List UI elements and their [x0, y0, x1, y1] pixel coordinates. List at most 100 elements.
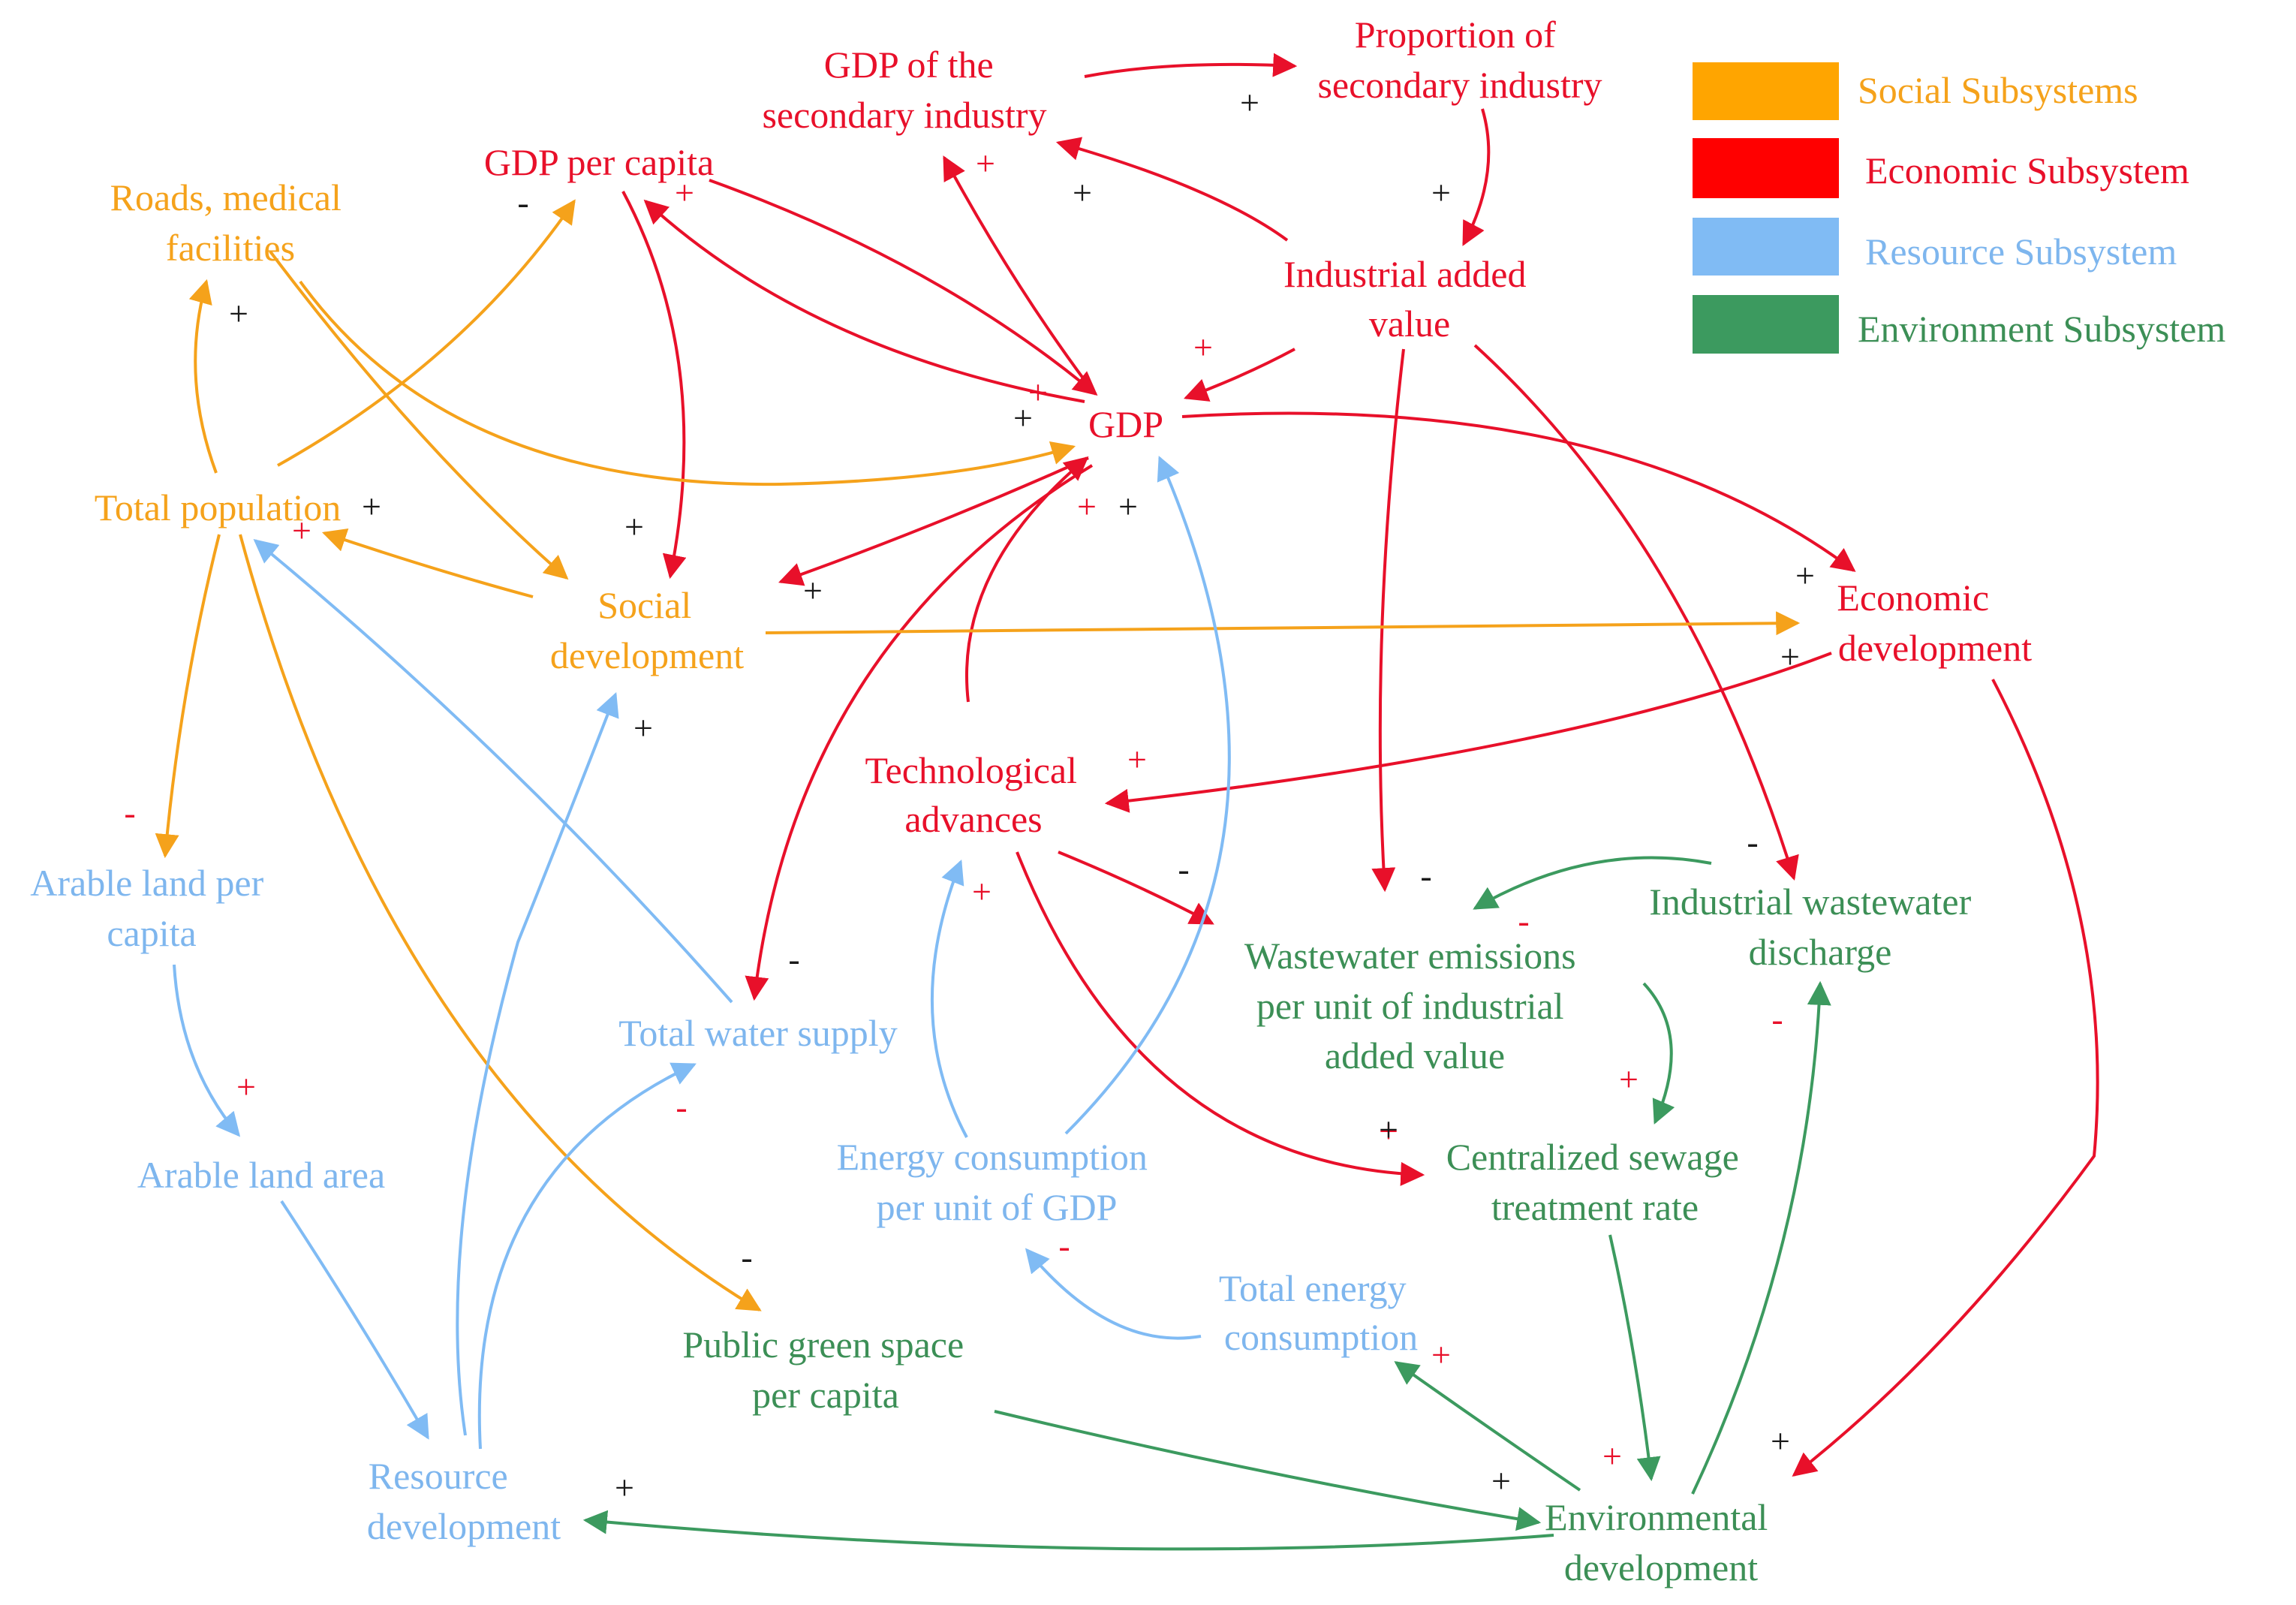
edge-roads-to-social-development — [269, 250, 569, 580]
legend-label-economic: Economic Subsystem — [1865, 149, 2189, 191]
node-line: Proportion of — [1355, 14, 1556, 56]
polarity-sign: + — [675, 173, 694, 212]
edge-industrial-added-value-to-gdp — [1184, 348, 1295, 402]
node-line: Arable land per — [30, 862, 263, 904]
legend: Social Subsystems Economic Subsystem Res… — [1693, 62, 2225, 354]
node-technological-advances: Technological advances — [865, 749, 1087, 840]
edge-technological-to-wastewater-emissions — [1058, 851, 1214, 925]
edge-gdp-secondary-to-proportion — [1084, 53, 1298, 78]
node-line: Roads, medical — [110, 176, 342, 218]
edge-proportion-to-industrial-added-value — [1462, 108, 1491, 246]
polarity-sign: + — [1431, 1335, 1451, 1374]
node-line: development — [367, 1505, 561, 1547]
node-line: secondary industry — [1317, 64, 1602, 106]
node-resource-development: Resource development — [367, 1455, 561, 1547]
polarity-sign: + — [1028, 373, 1048, 411]
edge-technological-to-gdp — [964, 456, 1089, 703]
node-line: capita — [107, 912, 196, 954]
polarity-sign: + — [1118, 487, 1138, 525]
polarity-sign: + — [1013, 399, 1033, 437]
node-line: added value — [1325, 1034, 1505, 1077]
edge-gdp-per-capita-to-social-development — [621, 191, 687, 580]
legend-label-environment: Environment Subsystem — [1858, 308, 2225, 350]
node-industrial-wastewater-discharge: Industrial wastewater discharge — [1649, 881, 1981, 973]
polarity-sign: + — [1771, 1422, 1790, 1460]
edge-wastewater-emissions-to-centralized-sewage — [1642, 982, 1675, 1125]
edge-environmental-to-resource-development — [582, 1510, 1554, 1551]
polarity-sign: - — [1178, 850, 1189, 888]
node-environmental-development: Environmental development — [1545, 1496, 1777, 1588]
polarity-sign: - — [1420, 857, 1431, 895]
edge-industrial-added-value-to-wastewater-emissions — [1371, 348, 1405, 893]
node-line: Total energy — [1219, 1267, 1407, 1309]
node-line: Centralized sewage — [1446, 1136, 1739, 1178]
legend-label-social: Social Subsystems — [1858, 69, 2138, 111]
edge-social-development-to-economic-development — [765, 611, 1801, 636]
node-public-green-space-per-capita: Public green space per capita — [682, 1323, 973, 1416]
polarity-sign: + — [1127, 740, 1147, 778]
edge-social-development-to-total-population — [321, 528, 534, 598]
node-line: development — [550, 634, 744, 676]
polarity-sign: + — [633, 709, 653, 747]
node-proportion-of-secondary-industry: Proportion of secondary industry — [1317, 14, 1602, 106]
node-social-development: Social development — [550, 584, 744, 676]
node-line: GDP of the — [824, 44, 994, 86]
edge-industrial-wastewater-to-wastewater-emissions — [1473, 856, 1712, 910]
polarity-sign: + — [1193, 328, 1213, 366]
polarity-sign: - — [788, 940, 799, 978]
polarity-sign: + — [1073, 173, 1092, 212]
node-total-population: Total population — [95, 486, 341, 528]
polarity-sign: + — [1619, 1060, 1638, 1098]
polarity-sign: - — [741, 1238, 752, 1276]
node-line: Total water supply — [618, 1012, 897, 1054]
polarity-sign: - — [1747, 823, 1758, 861]
node-line: discharge — [1749, 931, 1892, 973]
polarity-sign: + — [972, 872, 992, 911]
legend-label-resource: Resource Subsystem — [1865, 230, 2177, 273]
edge-gdp-to-social-development — [778, 456, 1089, 586]
node-line: GDP per capita — [484, 141, 714, 183]
edge-arable-land-area-to-resource-development — [280, 1200, 429, 1440]
legend-swatch-economic — [1693, 138, 1839, 198]
node-line: development — [1564, 1546, 1758, 1588]
polarity-sign: + — [1379, 1112, 1398, 1150]
polarity-sign: + — [615, 1468, 634, 1507]
node-gdp-of-secondary-industry: GDP of the secondary industry — [762, 44, 1046, 136]
edge-resource-development-to-total-water-supply — [477, 1062, 697, 1450]
legend-item-social: Social Subsystems — [1693, 62, 2138, 120]
edge-total-population-to-arable-land-per-capita — [155, 534, 221, 859]
edge-industrial-added-value-to-industrial-wastewater — [1473, 344, 1799, 881]
polarity-sign: + — [292, 511, 311, 550]
node-line: Wastewater emissions — [1244, 935, 1576, 977]
node-line: secondary industry — [762, 94, 1046, 136]
node-line: Industrial wastewater — [1649, 881, 1971, 923]
polarity-sign: - — [1771, 1000, 1783, 1038]
legend-item-environment: Environment Subsystem — [1693, 295, 2225, 354]
node-total-water-supply: Total water supply — [618, 1012, 897, 1054]
node-total-energy-consumption: Total energy consumption — [1219, 1267, 1418, 1358]
edge-total-population-to-public-green-space — [239, 534, 762, 1311]
polarity-sign: - — [517, 183, 528, 221]
legend-item-resource: Resource Subsystem — [1693, 218, 2177, 276]
node-line: Social — [597, 584, 691, 626]
node-line: development — [1838, 627, 2032, 669]
node-line: Industrial added — [1283, 253, 1527, 295]
node-wastewater-emissions: Wastewater emissions per unit of industr… — [1244, 935, 1585, 1077]
node-line: per unit of industrial — [1256, 985, 1564, 1027]
edge-economic-development-to-technological — [1104, 652, 1832, 813]
polarity-sign: - — [1058, 1227, 1070, 1265]
legend-swatch-social — [1693, 62, 1839, 120]
node-line: Total population — [95, 486, 341, 528]
polarity-sign: + — [229, 294, 248, 333]
node-arable-land-per-capita: Arable land per capita — [30, 862, 272, 954]
node-line: per unit of GDP — [877, 1186, 1118, 1228]
edge-total-population-to-roads — [188, 279, 218, 474]
polarity-signs: + + + + - + + + + + + + + + + + + + + + … — [124, 83, 1815, 1507]
polarity-sign: + — [1602, 1437, 1622, 1475]
edge-gdp-per-capita-to-gdp — [709, 179, 1098, 396]
edge-total-energy-to-energy-per-gdp — [1025, 1248, 1202, 1340]
polarity-sign: + — [362, 487, 381, 525]
node-arable-land-area: Arable land area — [137, 1154, 385, 1196]
node-industrial-added-value: Industrial added value — [1283, 253, 1536, 345]
